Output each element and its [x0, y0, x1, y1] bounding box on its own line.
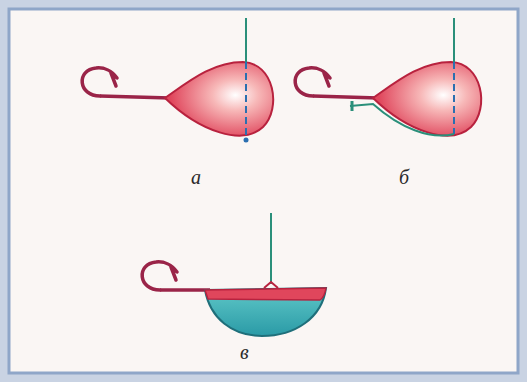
- jig-v: [142, 213, 326, 336]
- jig-b: [295, 18, 481, 136]
- figure-letter: б: [399, 167, 409, 187]
- jig-a: [82, 18, 273, 143]
- figure-letter: а: [191, 167, 201, 187]
- panel: [9, 9, 518, 373]
- figure-letter: в: [240, 342, 249, 362]
